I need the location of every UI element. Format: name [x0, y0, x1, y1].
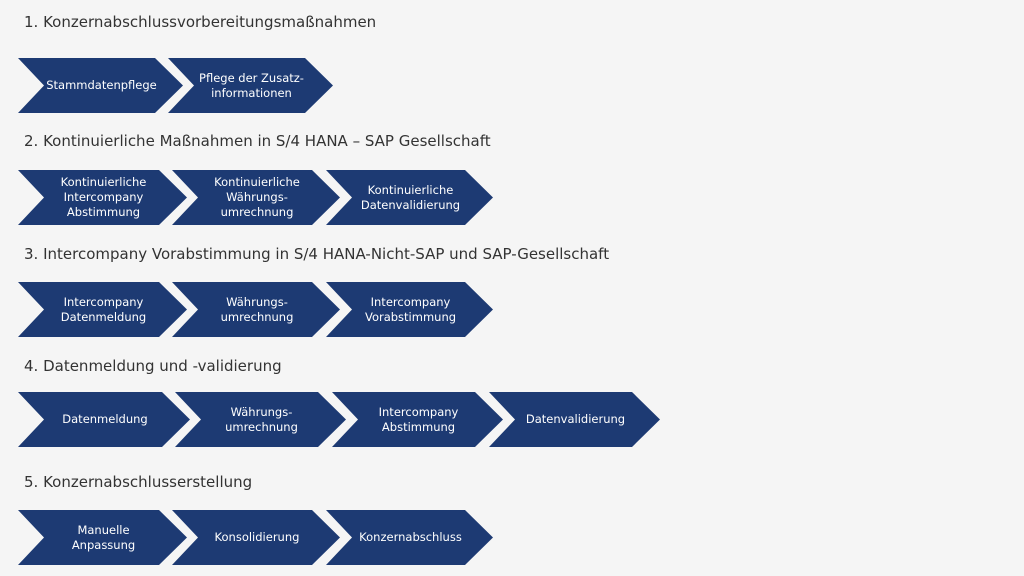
section-2-title: 2. Kontinuierliche Maßnahmen in S/4 HANA…: [24, 132, 491, 150]
step-ic-datenmeldung: Intercompany Datenmeldung: [18, 282, 187, 337]
step-ic-vorabstimmung: Intercompany Vorabstimmung: [326, 282, 493, 337]
section-4-title: 4. Datenmeldung und -validierung: [24, 357, 282, 375]
step-waehrungsumrechnung: Kontinuierliche Währungs- umrechnung: [172, 170, 340, 225]
step-zusatzinformationen: Pflege der Zusatz- informationen: [168, 58, 333, 113]
step-konsolidierung: Konsolidierung: [172, 510, 340, 565]
section-3-title: 3. Intercompany Vorabstimmung in S/4 HAN…: [24, 245, 610, 263]
section-1-title: 1. Konzernabschlussvorbereitungsmaßnahme…: [24, 13, 377, 31]
step-ic-abstimmung: Intercompany Abstimmung: [332, 392, 503, 447]
step-stammdatenpflege: Stammdatenpflege: [18, 58, 183, 113]
step-ic-abstimmung: Kontinuierliche Intercompany Abstimmung: [18, 170, 187, 225]
step-manuelle-anpassung: Manuelle Anpassung: [18, 510, 187, 565]
step-datenmeldung: Datenmeldung: [18, 392, 190, 447]
step-waehrungsumrechnung: Währungs- umrechnung: [175, 392, 346, 447]
step-datenvalidierung: Kontinuierliche Datenvalidierung: [326, 170, 493, 225]
section-5-title: 5. Konzernabschlusserstellung: [24, 473, 253, 491]
step-datenvalidierung: Datenvalidierung: [489, 392, 660, 447]
step-konzernabschluss: Konzernabschluss: [326, 510, 493, 565]
step-waehrungsumrechnung: Währungs- umrechnung: [172, 282, 340, 337]
